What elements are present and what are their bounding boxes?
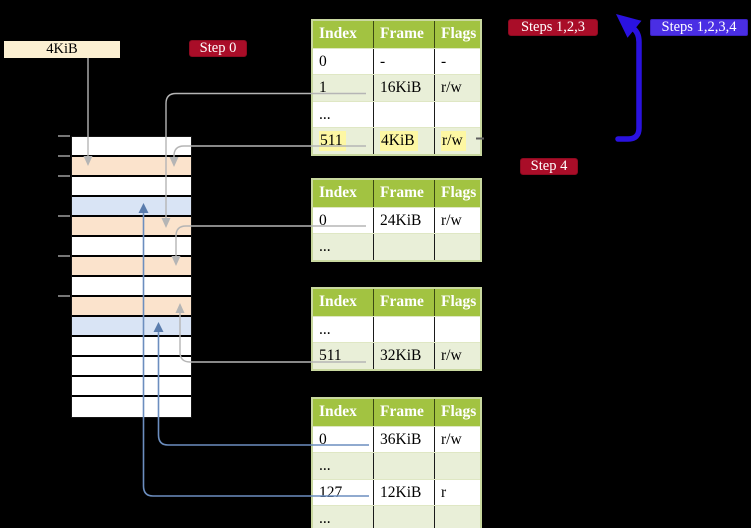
cell-index: 127 [313, 479, 374, 505]
column-header-index: Index [313, 399, 374, 426]
cell-frame: 36KiB [374, 426, 435, 452]
cell-flags: r/w [441, 211, 462, 229]
cell-frame [374, 316, 435, 342]
table-row: ... [313, 505, 480, 528]
column-header-flags: Flags [441, 184, 477, 201]
column-header-flags: Flags [441, 25, 477, 42]
cell-index: 511 [313, 343, 374, 369]
memory-frame-row [72, 357, 191, 377]
cell-flags: r/w [441, 347, 462, 364]
memory-frame-row [72, 157, 191, 177]
memory-frame-row [72, 337, 191, 357]
cell-frame: 32KiB [374, 343, 435, 369]
cell-index: 0 [313, 207, 374, 233]
memory-frame-row [72, 297, 191, 317]
cell-flags: r/w [441, 430, 462, 448]
memory-frame-row [72, 277, 191, 297]
memory-frame-row [72, 317, 191, 337]
column-header-index: Index [313, 289, 374, 316]
memory-frame-row [72, 197, 191, 217]
column-header-flags: Flags [441, 403, 477, 420]
steps-1-2-3-4-label: Steps 1,2,3,4 [650, 19, 748, 36]
cell-index: 511 [313, 128, 374, 154]
page-table-4: Index Frame Flags 0 36KiB r/w ... 127 12… [311, 397, 482, 528]
memory-frame-row [72, 377, 191, 397]
table-row: ... [313, 315, 480, 343]
cell-frame [374, 506, 435, 528]
highlight: 4KiB [380, 131, 418, 151]
page-table-3: Index Frame Flags ... 511 32KiB r/w [311, 287, 482, 371]
highlight: 511 [319, 131, 346, 151]
column-header-index: Index [313, 21, 374, 48]
table-row: ... [313, 100, 480, 128]
steps-loop-arrow [615, 14, 642, 142]
column-header-frame: Frame [374, 399, 435, 426]
cell-index: ... [313, 101, 374, 127]
cell-frame [374, 234, 435, 260]
memory-frame-row [72, 397, 191, 417]
cell-flags: r/w [435, 128, 480, 154]
cell-frame: 16KiB [374, 75, 435, 101]
cell-frame: 24KiB [374, 207, 435, 233]
cell-flags [435, 317, 480, 343]
cell-index: ... [313, 316, 374, 342]
table-header-row: Index Frame Flags [313, 21, 480, 48]
cell-index: 0 [313, 48, 374, 74]
steps-1-2-3-label: Steps 1,2,3 [508, 19, 598, 36]
table-header-row: Index Frame Flags [313, 289, 480, 316]
memory-frame-row [72, 137, 191, 157]
table-row: 127 12KiB r [313, 478, 480, 505]
table-row: ... [313, 233, 480, 260]
table-row: 0 24KiB r/w [313, 206, 480, 233]
cell-flags [435, 102, 480, 128]
highlight: r/w [441, 131, 466, 151]
memory-frame-row [72, 237, 191, 257]
column-header-index: Index [313, 180, 374, 207]
memory-frame-row [72, 217, 191, 237]
cell-index: ... [313, 506, 374, 528]
cell-flags [435, 234, 480, 260]
table-row: 0 36KiB r/w [313, 425, 480, 452]
physical-memory-stack [71, 136, 192, 418]
cell-index: ... [313, 453, 374, 479]
cell-frame [374, 101, 435, 127]
table-row-highlighted: 511 4KiB r/w [313, 127, 480, 154]
cell-index: 0 [313, 426, 374, 452]
cell-frame: - [374, 48, 435, 74]
cell-flags: r/w [441, 79, 462, 96]
column-header-frame: Frame [374, 21, 435, 48]
cell-flags: r [441, 483, 447, 501]
cell-frame: 4KiB [374, 128, 435, 154]
cell-index: ... [313, 234, 374, 260]
table-row: 1 16KiB r/w [313, 74, 480, 101]
cell-frame: 12KiB [374, 479, 435, 505]
page-table-2: Index Frame Flags 0 24KiB r/w ... [311, 178, 482, 262]
cell-flags [435, 506, 480, 528]
loop-arrow-shaft [615, 24, 642, 142]
cell-flags [435, 453, 480, 479]
cell-frame [374, 453, 435, 479]
memory-frame-row [72, 257, 191, 277]
cell-index: 1 [313, 75, 374, 101]
column-header-flags: Flags [441, 293, 477, 310]
table-row: ... [313, 452, 480, 479]
table-row: 0 - - [313, 47, 480, 74]
step-4-label: Step 4 [520, 158, 578, 175]
column-header-frame: Frame [374, 180, 435, 207]
loop-arrowhead-icon [616, 14, 642, 38]
table-header-row: Index Frame Flags [313, 180, 480, 207]
frame-size-label: 4KiB [4, 41, 120, 58]
step-0-label: Step 0 [189, 40, 247, 57]
page-table-1: Index Frame Flags 0 - - 1 16KiB r/w ... … [311, 19, 482, 156]
table-header-row: Index Frame Flags [313, 399, 480, 426]
table-row: 511 32KiB r/w [313, 342, 480, 369]
memory-frame-row [72, 177, 191, 197]
column-header-frame: Frame [374, 289, 435, 316]
memory-tick-marks [58, 135, 70, 297]
cell-flags: - [441, 52, 447, 70]
